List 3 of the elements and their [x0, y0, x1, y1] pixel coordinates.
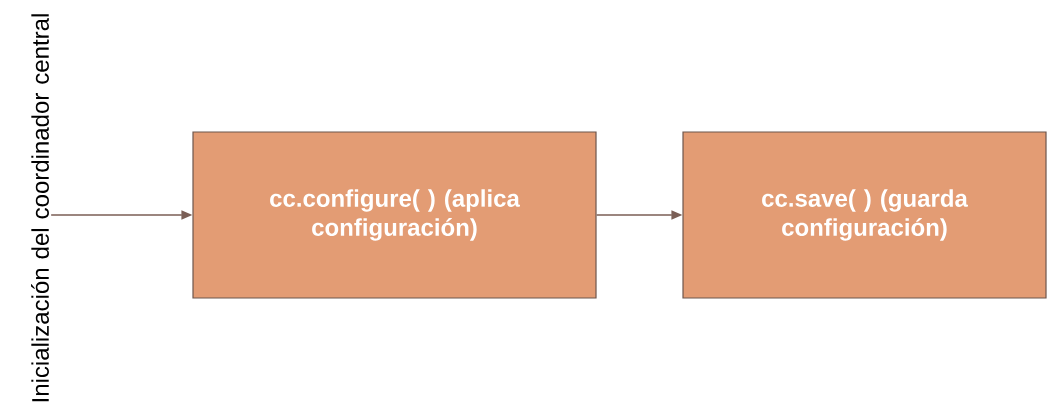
vertical-label: Inicialización del coordinador central	[31, 14, 49, 402]
process-box: cc.save( ) (guarda configuración)	[682, 131, 1047, 299]
process-box: cc.configure( ) (aplica configuración)	[192, 131, 597, 299]
